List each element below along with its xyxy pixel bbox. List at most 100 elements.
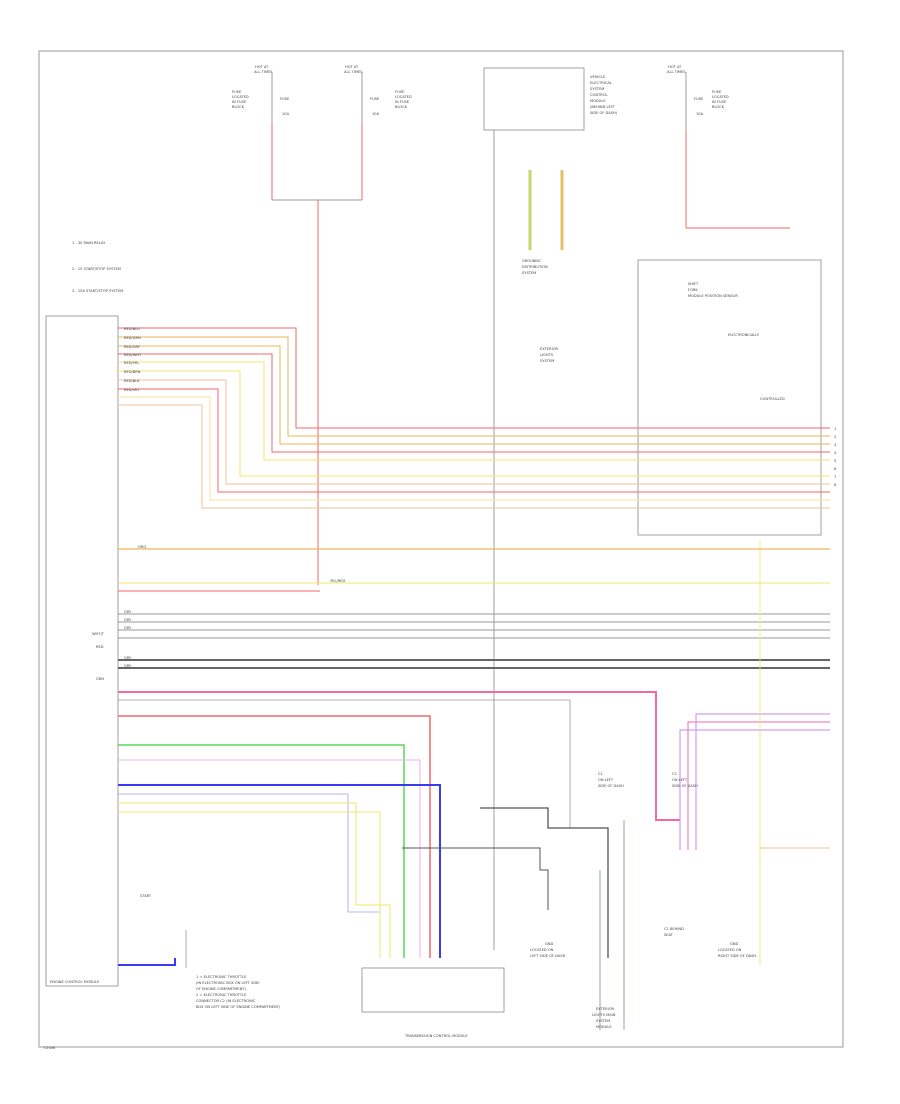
fuse-block-right: HOT AT ALL TIMES FUSE LOCATED IN FUSE BL…: [667, 65, 790, 229]
svg-text:LIGHTS: LIGHTS: [540, 353, 554, 357]
svg-text:VEHICLE: VEHICLE: [590, 75, 606, 79]
svg-text:2 = ELECTRONIC THROTTLE: 2 = ELECTRONIC THROTTLE: [196, 993, 247, 997]
harness-bundle-lower: [118, 691, 680, 958]
svg-text:FUSE: FUSE: [232, 90, 242, 94]
svg-text:SHIFT: SHIFT: [688, 282, 699, 286]
svg-text:1: 1: [834, 427, 836, 431]
svg-text:GRN: GRN: [96, 677, 104, 681]
svg-text:EXTERIOR: EXTERIOR: [596, 1007, 615, 1011]
right-pin-labels: 1 2 3 4 5 6 7 8: [834, 427, 837, 487]
svg-text:LEFT SIDE OF DASH: LEFT SIDE OF DASH: [530, 954, 566, 958]
harness-bundle-top: [118, 327, 830, 509]
svg-text:ORG: ORG: [138, 545, 146, 549]
svg-text:RED/BRN: RED/BRN: [124, 370, 141, 374]
svg-text:RED/GRY: RED/GRY: [124, 345, 141, 349]
svg-text:ELECTRONICALLY: ELECTRONICALLY: [728, 333, 760, 337]
svg-text:10A: 10A: [282, 112, 290, 116]
svg-text:IN FUSE: IN FUSE: [712, 100, 727, 104]
svg-text:SYSTEM: SYSTEM: [596, 1019, 610, 1023]
svg-text:GRY: GRY: [124, 656, 132, 660]
ground-label: GROUNDS: [522, 259, 541, 263]
svg-text:(IN ELECTRONIC BOX ON LEFT SID: (IN ELECTRONIC BOX ON LEFT SIDE: [196, 981, 260, 985]
svg-text:C2: C2: [672, 772, 677, 776]
svg-text:MODULE POSITION SENSOR: MODULE POSITION SENSOR: [688, 294, 738, 298]
svg-text:RED: RED: [96, 645, 104, 649]
svg-text:5: 5: [834, 459, 836, 463]
svg-text:LIGHTS MAIN: LIGHTS MAIN: [592, 1013, 616, 1017]
svg-text:GND: GND: [545, 942, 553, 946]
svg-text:LOCATED ON: LOCATED ON: [718, 948, 742, 952]
svg-text:GRY: GRY: [124, 626, 132, 630]
svg-text:FUSE: FUSE: [395, 90, 405, 94]
svg-text:SEAT: SEAT: [664, 933, 674, 937]
legend-item: 2 - 15 START/STOP SYSTEM: [72, 267, 121, 271]
svg-text:RED/VIO: RED/VIO: [124, 388, 139, 392]
svg-text:C1 BEHIND: C1 BEHIND: [664, 927, 684, 931]
svg-text:SIDE OF DASH: SIDE OF DASH: [598, 784, 624, 788]
svg-text:YEL/RED: YEL/RED: [330, 579, 345, 583]
svg-text:SYSTEM: SYSTEM: [590, 87, 604, 91]
svg-text:RIGHT SIDE OF DASH: RIGHT SIDE OF DASH: [718, 954, 756, 958]
svg-text:MODULE: MODULE: [596, 1025, 612, 1029]
svg-text:IN FUSE: IN FUSE: [232, 100, 247, 104]
fuse-block-middle: HOT AT ALL TIMES FUSE LOCATED IN FUSE BL…: [344, 65, 412, 200]
svg-text:10A: 10A: [372, 112, 380, 116]
svg-text:ON LEFT: ON LEFT: [598, 778, 614, 782]
svg-text:LOCATED: LOCATED: [712, 95, 729, 99]
svg-text:C1: C1: [598, 772, 603, 776]
fuse-block-left: HOT AT ALL TIMES FUSE LOCATED IN FUSE BL…: [232, 65, 290, 200]
svg-text:HOT AT: HOT AT: [345, 65, 359, 69]
svg-text:2: 2: [834, 435, 836, 439]
svg-text:FUSE: FUSE: [280, 97, 290, 101]
svg-text:10A: 10A: [696, 112, 704, 116]
svg-text:(BEHIND LEFT: (BEHIND LEFT: [590, 105, 616, 109]
svg-text:RED/BLU: RED/BLU: [124, 327, 140, 331]
svg-text:ALL TIMES: ALL TIMES: [344, 70, 363, 74]
main-module-label: ENGINE CONTROL MODULE: [50, 980, 100, 984]
relay-right: SHIFT FORK MODULE POSITION SENSOR ELECTR…: [637, 259, 822, 536]
legend-item: 3 - 15A START/STOP SYSTEM: [72, 289, 123, 293]
svg-text:LOCATED ON: LOCATED ON: [530, 948, 554, 952]
svg-text:8: 8: [834, 483, 837, 487]
svg-text:4: 4: [834, 451, 837, 455]
svg-text:WHT/T: WHT/T: [92, 632, 105, 636]
harness-bundle-violet: [679, 540, 830, 965]
svg-text:3: 3: [834, 443, 836, 447]
legend-item: 1 - 30 MAIN RELAY: [72, 241, 106, 245]
exterior-lights-label: EXTERIOR: [540, 347, 559, 351]
svg-text:RED/GRN: RED/GRN: [124, 336, 141, 340]
svg-text:BOX ON LEFT SIDE OF ENGINE COM: BOX ON LEFT SIDE OF ENGINE COMPARTMENT): [196, 1005, 281, 1009]
diagram-frame: [38, 50, 844, 1048]
svg-text:CONTROL: CONTROL: [590, 93, 608, 97]
svg-text:FUSE: FUSE: [370, 97, 380, 101]
svg-text:RED/BLK: RED/BLK: [124, 379, 140, 383]
svg-text:GRY: GRY: [124, 664, 132, 668]
svg-text:FORK: FORK: [688, 288, 698, 292]
svg-text:1 = ELECTRONIC THROTTLE: 1 = ELECTRONIC THROTTLE: [196, 975, 247, 979]
svg-text:GRY: GRY: [124, 610, 132, 614]
svg-text:LOCATED: LOCATED: [232, 95, 249, 99]
svg-text:GND: GND: [730, 942, 738, 946]
top-module: VEHICLE ELECTRICAL SYSTEM CONTROL MODULE…: [483, 67, 618, 131]
svg-text:RED/WHT: RED/WHT: [124, 353, 142, 357]
svg-text:SYSTEM: SYSTEM: [540, 359, 554, 363]
svg-text:BLOCK: BLOCK: [395, 105, 408, 109]
svg-text:SIDE OF DASH: SIDE OF DASH: [672, 784, 698, 788]
svg-text:6: 6: [834, 467, 837, 471]
svg-text:CONNECTOR C2 (IN ELECTRONIC: CONNECTOR C2 (IN ELECTRONIC: [196, 999, 256, 1003]
svg-text:ALL TIMES: ALL TIMES: [667, 70, 686, 74]
svg-text:CONTROLLED: CONTROLLED: [760, 397, 785, 401]
svg-text:SYSTEM: SYSTEM: [522, 271, 536, 275]
legend: 1 - 30 MAIN RELAY 2 - 15 START/STOP SYST…: [72, 241, 123, 293]
svg-text:DISTRIBUTION: DISTRIBUTION: [522, 265, 548, 269]
transmission-control-module: TRANSMISSION CONTROL MODULE: [361, 967, 505, 1038]
svg-text:ON LEFT: ON LEFT: [672, 778, 688, 782]
svg-text:IN FUSE: IN FUSE: [395, 100, 410, 104]
svg-text:BLOCK: BLOCK: [232, 105, 245, 109]
svg-text:ELECTRICAL: ELECTRICAL: [590, 81, 612, 85]
harness-bundle-grey: [118, 613, 830, 669]
svg-text:TRANSMISSION CONTROL MODULE: TRANSMISSION CONTROL MODULE: [404, 1034, 468, 1038]
svg-text:MODULE: MODULE: [590, 99, 606, 103]
svg-text:RED/YEL: RED/YEL: [124, 361, 139, 365]
